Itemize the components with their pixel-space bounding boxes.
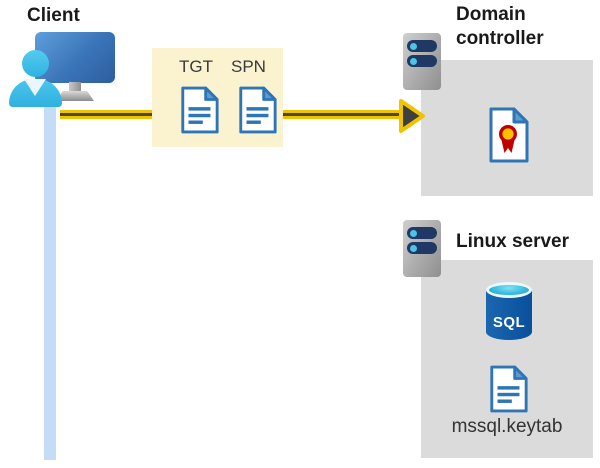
spn-label: SPN [231, 57, 266, 76]
client-label: Client [27, 5, 80, 26]
certificate-icon [489, 107, 529, 163]
server-led-icon [409, 229, 417, 237]
sql-badge-label: SQL [492, 314, 526, 331]
spn-document-icon [239, 86, 277, 134]
ticket-box: TGT SPN [152, 48, 283, 147]
sql-cylinder-top [486, 282, 532, 298]
domain-controller-label: Domain controller [456, 4, 544, 49]
sql-database-icon: SQL [486, 282, 532, 340]
person-icon [22, 50, 49, 77]
server-led-icon [409, 244, 417, 252]
server-slot [407, 242, 437, 254]
keytab-label: mssql.keytab [451, 416, 563, 437]
server-led-icon [409, 42, 417, 50]
monitor-stand-neck [69, 82, 81, 92]
domain-controller-server-icon [403, 33, 441, 90]
tgt-document-icon [181, 86, 219, 134]
client-timeline-line [44, 91, 56, 460]
linux-server-label: Linux server [456, 231, 569, 252]
server-slot [407, 227, 437, 239]
monitor-icon [35, 32, 115, 83]
server-slot [407, 55, 437, 67]
server-led-icon [409, 57, 417, 65]
keytab-document-icon [490, 365, 528, 413]
arrowhead-icon [399, 99, 425, 133]
tgt-label: TGT [179, 57, 213, 76]
monitor-stand-base [56, 91, 94, 101]
server-slot [407, 40, 437, 52]
person-collar [24, 79, 46, 96]
linux-server-icon [403, 220, 441, 277]
